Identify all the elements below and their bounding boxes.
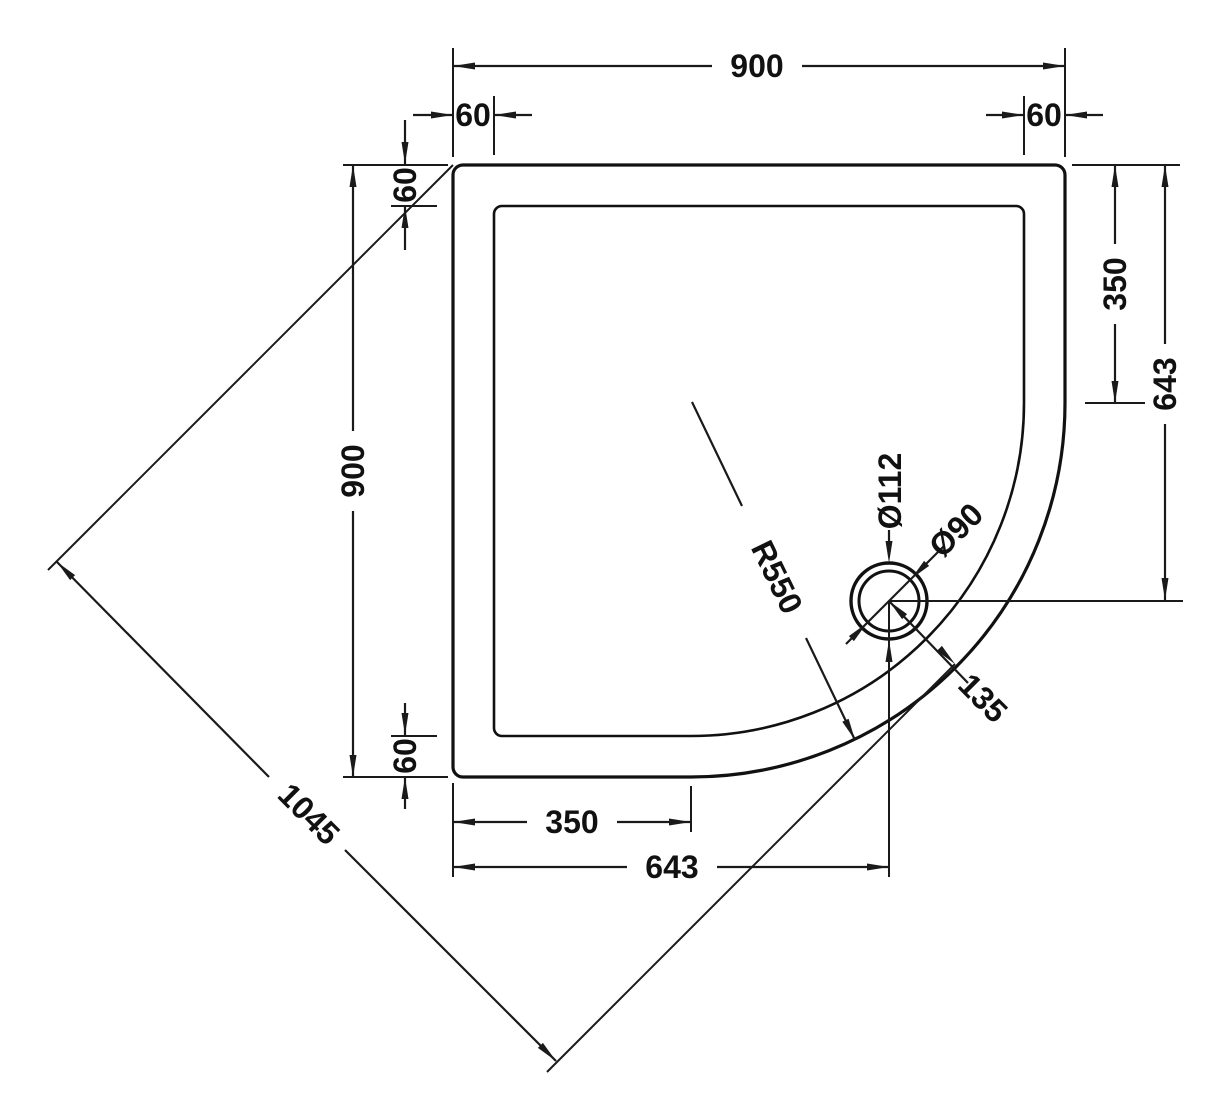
- label-drain-inner-diameter: Ø90: [922, 496, 990, 564]
- label-left-height: 900: [335, 444, 371, 497]
- arrow-bottom350-left: [453, 818, 475, 826]
- label-left-bottom-offset: 60: [387, 738, 423, 774]
- dimension-labels: 900 60 60 900 60 60 350 643 350 643 1045…: [271, 48, 1183, 885]
- diagonal-extension-top-left: [47, 164, 454, 571]
- arrow-right350-bottom: [1111, 381, 1119, 403]
- arrow-left60t-b: [401, 206, 409, 228]
- arrow-top60l-a: [431, 111, 453, 119]
- arrowheads: [57, 62, 1169, 1061]
- arrow-right350-top: [1111, 165, 1119, 187]
- arrow-dia90-lower: [848, 623, 867, 642]
- label-top-width: 900: [730, 48, 783, 84]
- arrow-left60b-b: [401, 777, 409, 799]
- tray-inner-floor-edge: [492, 204, 1026, 738]
- label-bottom-straight-edge: 350: [545, 804, 598, 840]
- arrow-1045-bottomright: [537, 1042, 556, 1061]
- label-bottom-to-drain: 643: [645, 849, 698, 885]
- arrow-top900-right: [1043, 62, 1065, 70]
- left-extension-ticks: [343, 164, 448, 778]
- label-corner-radius: R550: [744, 535, 810, 620]
- top-extension-lines: [452, 48, 1066, 157]
- arrow-top60r-a: [1002, 111, 1024, 119]
- label-top-left-offset: 60: [455, 97, 491, 133]
- arrow-bottom643-right: [867, 863, 889, 871]
- extension-lines: [47, 48, 1183, 1073]
- tray-outline: [451, 163, 1067, 779]
- arrow-dia90-upper: [911, 560, 930, 579]
- arrow-r550: [842, 718, 855, 740]
- arrow-bottom350-right: [669, 818, 691, 826]
- arrow-left60b-a: [401, 713, 409, 735]
- label-right-to-drain: 643: [1147, 357, 1183, 410]
- arrow-left60t-a: [401, 142, 409, 164]
- dimension-lines: [56, 64, 1167, 1062]
- arrow-bottom643-left: [453, 863, 475, 871]
- label-diagonal: 1045: [271, 776, 347, 852]
- arrow-top60l-b: [494, 111, 516, 119]
- label-drain-outer-diameter: Ø112: [872, 453, 908, 530]
- label-top-right-offset: 60: [1026, 97, 1062, 133]
- arrow-top60r-b: [1065, 111, 1087, 119]
- arrow-left900-bottom: [349, 755, 357, 777]
- arrow-left900-top: [349, 165, 357, 187]
- label-left-top-offset: 60: [387, 167, 423, 203]
- dim-line-diagonal-1045: [56, 561, 557, 1062]
- arrow-1045-topleft: [57, 562, 76, 581]
- arrow-right643-top: [1161, 165, 1169, 187]
- arrow-dia112-bottom: [885, 640, 893, 662]
- tray-outer-edge: [451, 163, 1067, 779]
- bottom-extension-lines: [452, 601, 890, 877]
- arrow-135-center: [889, 601, 908, 620]
- arrow-135-rim: [936, 645, 955, 664]
- label-right-straight-edge: 350: [1097, 257, 1133, 310]
- arrow-dia112-top: [885, 541, 893, 563]
- arrow-top900-left: [453, 62, 475, 70]
- arrow-right643-bottom: [1161, 578, 1169, 600]
